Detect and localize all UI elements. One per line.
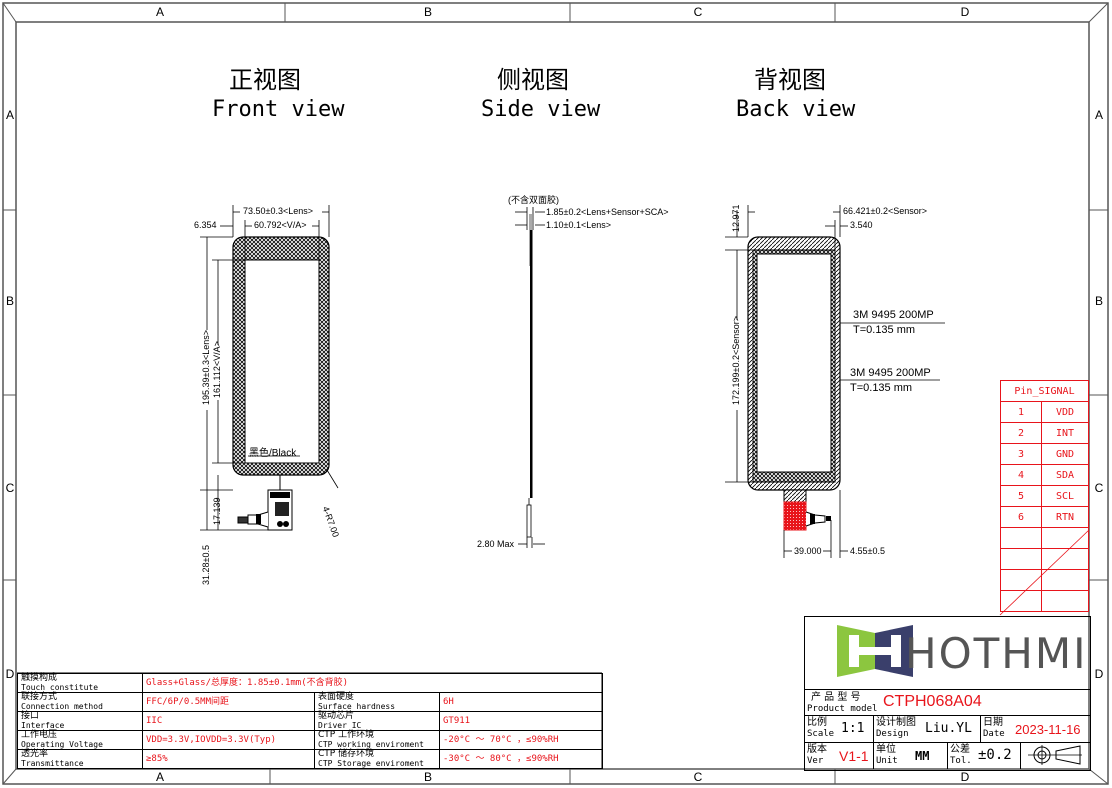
first-angle-projection-icon: [1028, 745, 1082, 765]
pin-row-empty: [1000, 527, 1089, 549]
tape2-thickness: T=0.135 mm: [850, 382, 913, 394]
pin-table-header: Pin_SIGNAL: [1000, 380, 1089, 402]
side-view-drawing: [515, 207, 545, 548]
tape2-name: 3M 9495 200MP: [850, 367, 931, 379]
designer-value: Liu.YL: [925, 721, 972, 736]
zone-row-d-right: D: [1094, 667, 1104, 681]
dim-lens-width: 73.50±0.3<Lens>: [243, 206, 314, 216]
zone-row-a-right: A: [1094, 108, 1103, 122]
dim-sensor-height: 172.199±0.2<Sensor>: [731, 315, 741, 405]
dim-bottom-offset: 17.139: [212, 497, 222, 525]
pin-row-empty: [1000, 548, 1089, 570]
version-row: 版本 Ver V1-1 单位 Unit MM 公差 Tol. ±0.2: [805, 742, 1090, 769]
hothmi-logo-icon: [837, 625, 913, 677]
pin-row-empty: [1000, 569, 1089, 591]
tape1-thickness: T=0.135 mm: [853, 324, 916, 336]
scale-row: 比例 Scale 1:1 设计制图 Design Liu.YL 日期 Date …: [805, 715, 1090, 743]
logo-area: HOTHMI: [805, 617, 1090, 690]
product-model-value: CTPH068A04: [883, 693, 982, 710]
zone-col-b-top: B: [423, 5, 432, 19]
dim-fpc-length: 31.28±0.5: [201, 545, 211, 585]
dim-top-offset: 12.971: [731, 204, 741, 232]
back-view-title-cn: 背视图: [754, 66, 826, 94]
back-view-title-en: Back view: [736, 97, 856, 122]
dim-fpc-max: 2.80 Max: [477, 539, 515, 549]
zone-row-d-left: D: [5, 667, 15, 681]
date-value: 2023-11-16: [1015, 722, 1081, 737]
dim-right-offset: 3.540: [850, 220, 873, 230]
touch-constitute-value: Glass+Glass/总厚度：1.85±0.1mm(不含背胶): [142, 673, 603, 693]
pin-row-empty: [1000, 590, 1089, 612]
zone-row-a-left: A: [5, 108, 14, 122]
front-view-drawing: [200, 205, 339, 531]
dim-sensor-width: 66.421±0.2<Sensor>: [843, 206, 928, 216]
front-view-title-cn: 正视图: [229, 66, 301, 94]
logo-text: HOTHMI: [905, 629, 1088, 678]
zone-row-c-right: C: [1094, 481, 1104, 495]
zone-row-b-left: B: [5, 294, 14, 308]
zone-col-c-top: C: [693, 5, 703, 19]
front-view-title-en: Front view: [212, 97, 345, 122]
dim-va-height: 161.112<V/A>: [212, 341, 222, 398]
tape1-name: 3M 9495 200MP: [853, 309, 934, 321]
title-block: HOTHMI 产 品 型 号 Product model CTPH068A04 …: [804, 616, 1091, 771]
zone-col-c-bottom: C: [693, 770, 703, 784]
side-view-title-en: Side view: [481, 97, 601, 122]
zone-col-d-bottom: D: [960, 770, 970, 784]
dim-left-offset: 6.354: [194, 220, 217, 230]
zone-col-b-bottom: B: [423, 770, 432, 784]
dim-lens-height: 195.39±0.3<Lens>: [201, 329, 211, 405]
product-model-row: 产 品 型 号 Product model CTPH068A04: [805, 689, 1090, 716]
version-value: V1-1: [839, 748, 869, 764]
dim-total-thickness: 1.85±0.2<Lens+Sensor+SCA>: [546, 207, 669, 217]
zone-row-b-right: B: [1094, 294, 1103, 308]
zone-col-d-top: D: [960, 5, 970, 19]
tolerance-value: ±0.2: [978, 747, 1012, 763]
unit-value: MM: [915, 749, 930, 763]
back-view-drawing: [725, 205, 945, 558]
zone-row-c-left: C: [5, 481, 15, 495]
side-view-title-cn: 侧视图: [497, 66, 569, 94]
dim-fpc-tail: 4.55±0.5: [850, 546, 885, 556]
scale-value: 1:1: [841, 721, 865, 736]
dim-va-width: 60.792<V/A>: [254, 220, 307, 230]
dim-fpc-offset: 39.000: [794, 546, 822, 556]
side-note: (不含双面胶): [508, 195, 559, 205]
zone-col-a-bottom: A: [155, 770, 164, 784]
dim-lens-thickness: 1.10±0.1<Lens>: [546, 220, 611, 230]
color-note: 黑色/Black: [249, 448, 297, 459]
zone-col-a-top: A: [155, 5, 164, 19]
